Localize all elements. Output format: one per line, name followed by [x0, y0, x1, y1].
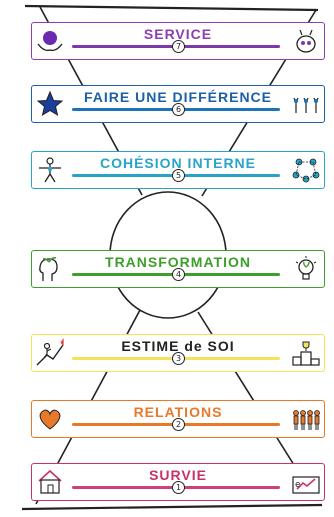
- level-service: SERVICE 7: [31, 22, 325, 60]
- level-transformation: TRANSFORMATION 4: [31, 250, 325, 288]
- level-label: COHÉSION INTERNE: [99, 155, 256, 171]
- level-label: RELATIONS: [133, 404, 223, 420]
- level-number: 3: [172, 352, 185, 365]
- level-cohesion-interne: COHÉSION INTERNE 5: [31, 151, 325, 189]
- svg-text:e: e: [295, 480, 301, 490]
- level-label: SURVIE: [149, 467, 207, 483]
- house-icon: [35, 467, 65, 497]
- hands-holding-orb-icon: [35, 26, 65, 56]
- climbing-person-icon: [35, 338, 65, 368]
- heart-icon: [35, 404, 65, 434]
- level-label: FAIRE UNE DIFFÉRENCE: [83, 89, 272, 105]
- level-number: 2: [172, 418, 185, 431]
- level-survie: SURVIE 1 e: [31, 463, 325, 501]
- connected-people-icon: [291, 155, 321, 185]
- level-number: 6: [172, 103, 185, 116]
- level-label: SERVICE: [143, 26, 213, 42]
- level-faire-une-difference: FAIRE UNE DIFFÉRENCE 6: [31, 85, 325, 123]
- head-with-plant-icon: [35, 254, 65, 284]
- star-icon: [35, 89, 65, 119]
- level-number: 7: [172, 40, 185, 53]
- level-label: ESTIME de SOI: [121, 338, 235, 354]
- group-hands-up-icon: [291, 89, 321, 119]
- team-icon: [291, 404, 321, 434]
- level-number: 5: [172, 169, 185, 182]
- level-label: TRANSFORMATION: [105, 254, 251, 270]
- level-number: 1: [172, 481, 185, 494]
- level-estime-de-soi: ESTIME de SOI 3: [31, 334, 325, 372]
- level-relations: RELATIONS 2: [31, 400, 325, 438]
- money-icon: e: [291, 467, 321, 497]
- level-number: 4: [172, 268, 185, 281]
- lightbulb-icon: [291, 254, 321, 284]
- balanced-person-icon: [35, 155, 65, 185]
- creature-icon: [291, 26, 321, 56]
- podium-icon: [291, 338, 321, 368]
